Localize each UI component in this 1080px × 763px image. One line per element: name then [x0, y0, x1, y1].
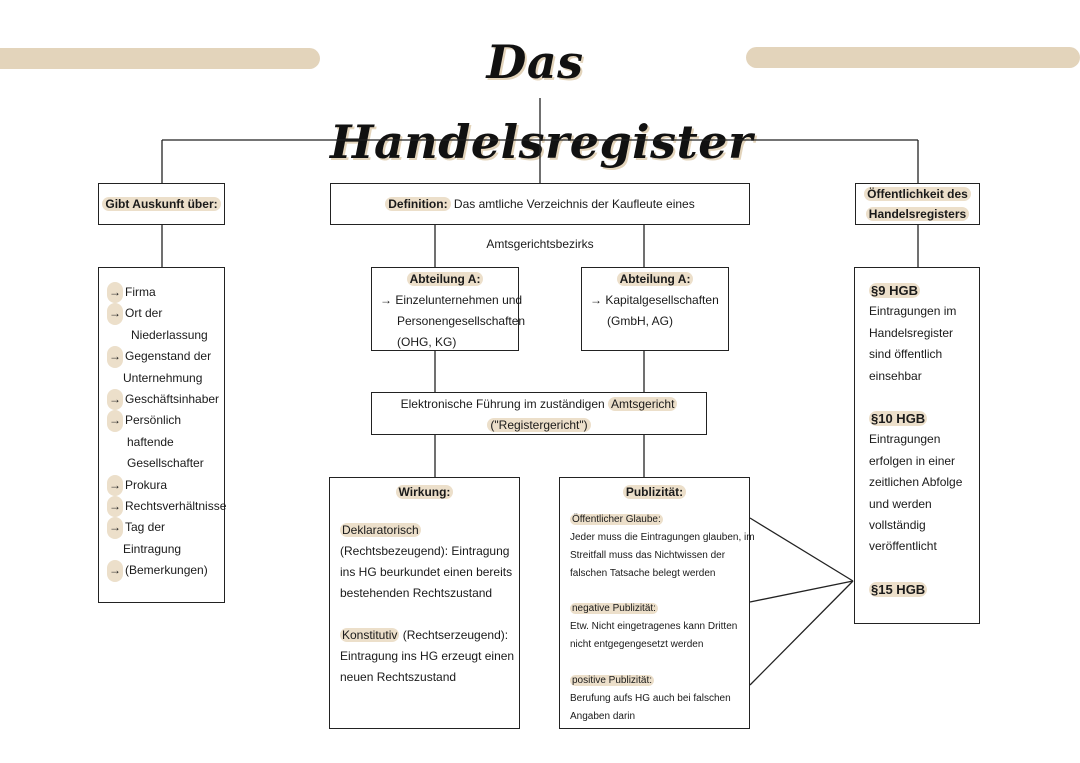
hgb-10-line1: Eintragungen — [869, 432, 941, 447]
konstitutiv-rest: (Rechtserzeugend): — [399, 628, 509, 642]
negative-publizitaet-line2: nicht entgegengesetzt werden — [570, 639, 704, 650]
list-item-inhaber: →Geschäftsinhaber — [107, 389, 224, 411]
hgb-10-label: §10 HGB — [869, 411, 928, 427]
publizitaet-header: Publizität: — [622, 485, 687, 499]
abteilung-a-personen-box: Abteilung A: → Einzelunternehmen und Per… — [371, 267, 526, 351]
header-bar-right — [746, 47, 1080, 68]
page-title: Das Handelsregister — [330, 35, 753, 169]
fuehrung-text: Elektronische Führung im zuständigen — [400, 397, 609, 411]
abteilung-a-personen-line1: → Einzelunternehmen und — [380, 293, 523, 307]
abteilung-a-kapital-line1: → Kapitalgesellschaften — [590, 293, 719, 307]
konstitutiv-line2: neuen Rechtszustand — [340, 670, 457, 684]
deklaratorisch-label: Deklaratorisch — [340, 523, 421, 537]
positive-publizitaet-label: positive Publizität: — [570, 675, 655, 686]
konstitutiv-line1: Eintragung ins HG erzeugt einen — [340, 649, 515, 663]
arrow-icon: → — [107, 389, 123, 411]
list-item-gegenstand-cont: Unternehmung — [123, 370, 203, 385]
hgb-10-line6: veröffentlicht — [869, 539, 937, 554]
hgb-9-line3: sind öffentlich — [869, 347, 943, 362]
deklaratorisch-line3: bestehenden Rechtszustand — [340, 586, 493, 600]
arrow-icon: → — [107, 410, 123, 432]
arrow-icon: → — [107, 346, 123, 368]
arrow-icon: → — [107, 474, 123, 497]
list-item-persoenlich: →Persönlich — [107, 410, 224, 432]
oeffentlicher-glaube-line1: Jeder muss die Eintragungen glauben, im — [570, 532, 755, 543]
auskunft-header-box: Gibt Auskunft über: — [98, 183, 225, 225]
oeffentlicher-glaube-label: Öffentlicher Glaube: — [570, 514, 663, 525]
definition-text: Das amtliche Verzeichnis der Kaufleute e… — [450, 197, 695, 251]
arrow-icon: → — [107, 560, 123, 582]
list-item-prokura: →Prokura — [107, 474, 224, 497]
definition-box: Definition: Das amtliche Verzeichnis der… — [330, 183, 750, 251]
publizitaet-box: Publizität: Öffentlicher Glaube: Jeder m… — [559, 477, 755, 729]
hgb-10-line4: und werden — [869, 496, 932, 511]
auskunft-header: Gibt Auskunft über: — [102, 197, 221, 211]
definition-label: Definition: — [385, 197, 451, 211]
header-bar-left — [0, 48, 320, 69]
deklaratorisch-line1: (Rechtsbezeugend): Eintragung — [340, 544, 510, 558]
abteilung-a-kapital-box: Abteilung A: → Kapitalgesellschaften (Gm… — [581, 267, 729, 351]
oeffentlichkeit-header-line1: Öffentlichkeit des — [864, 187, 971, 201]
hgb-9-line1: Eintragungen im — [869, 304, 957, 319]
oeffentlicher-glaube-line2: Streitfall muss das Nichtwissen der — [570, 550, 726, 561]
positive-publizitaet-line1: Berufung aufs HG auch bei falschen — [570, 693, 731, 704]
list-item-ort-cont: Niederlassung — [131, 327, 208, 342]
list-item-persoenlich-cont2: Gesellschafter — [127, 456, 204, 471]
wirkung-box: Wirkung: Deklaratorisch (Rechtsbezeugend… — [329, 477, 520, 729]
abteilung-a-kapital-header: Abteilung A: — [616, 272, 694, 286]
list-item-rechtsverhaeltnisse: →Rechtsverhältnisse — [107, 496, 226, 518]
hgb-15-label: §15 HGB — [869, 581, 928, 597]
list-item-tag-cont: Eintragung — [123, 541, 182, 556]
arrow-icon: → — [107, 303, 123, 325]
hgb-9-line2: Handelsregister — [869, 325, 954, 340]
oeffentlicher-glaube-line3: falschen Tatsache belegt werden — [570, 568, 716, 579]
abteilung-a-kapital-line2: (GmbH, AG) — [607, 314, 674, 328]
list-item-ort: →Ort der — [107, 303, 224, 325]
hgb-9-line4: einsehbar — [869, 368, 922, 383]
deklaratorisch-line2: ins HG beurkundet einen bereits — [340, 565, 513, 579]
negative-publizitaet-line1: Etw. Nicht eingetragenes kann Dritten — [570, 621, 738, 632]
list-item-firma: →Firma — [107, 282, 224, 304]
fuehrung-box: Elektronische Führung im zuständigen Amt… — [371, 392, 707, 435]
fuehrung-highlight: Amtsgericht — [608, 397, 678, 411]
oeffentlichkeit-content-box: §9 HGB Eintragungen im Handelsregister s… — [854, 267, 980, 624]
arrow-icon: → — [107, 496, 123, 518]
list-item-persoenlich-cont1: haftende — [127, 434, 174, 449]
list-item-bemerkungen: →(Bemerkungen) — [107, 560, 224, 582]
hgb-10-line3: zeitlichen Abfolge — [869, 475, 963, 490]
positive-publizitaet-line2: Angaben darin — [570, 711, 636, 722]
fuehrung-line2: ("Registergericht") — [487, 418, 591, 432]
negative-publizitaet-label: negative Publizität: — [570, 603, 658, 614]
list-item-gegenstand: →Gegenstand der — [107, 346, 224, 368]
konstitutiv-label: Konstitutiv — [340, 628, 400, 642]
hgb-10-line5: vollständig — [869, 518, 926, 533]
oeffentlichkeit-header-line2: Handelsregisters — [865, 207, 970, 221]
arrow-icon: → — [107, 517, 123, 539]
hgb-10-line2: erfolgen in einer — [869, 453, 956, 468]
auskunft-list-box: →Firma →Ort der Niederlassung →Gegenstan… — [98, 267, 226, 603]
abteilung-a-personen-line2: Personengesellschaften — [397, 314, 526, 328]
abteilung-a-personen-line3: (OHG, KG) — [397, 335, 457, 349]
hgb-9-label: §9 HGB — [869, 283, 920, 298]
oeffentlichkeit-header-box: Öffentlichkeit des Handelsregisters — [855, 183, 980, 225]
abteilung-a-personen-header: Abteilung A: — [406, 272, 484, 286]
arrow-icon: → — [107, 282, 123, 304]
wirkung-header: Wirkung: — [395, 485, 454, 499]
list-item-tag: →Tag der — [107, 517, 224, 539]
